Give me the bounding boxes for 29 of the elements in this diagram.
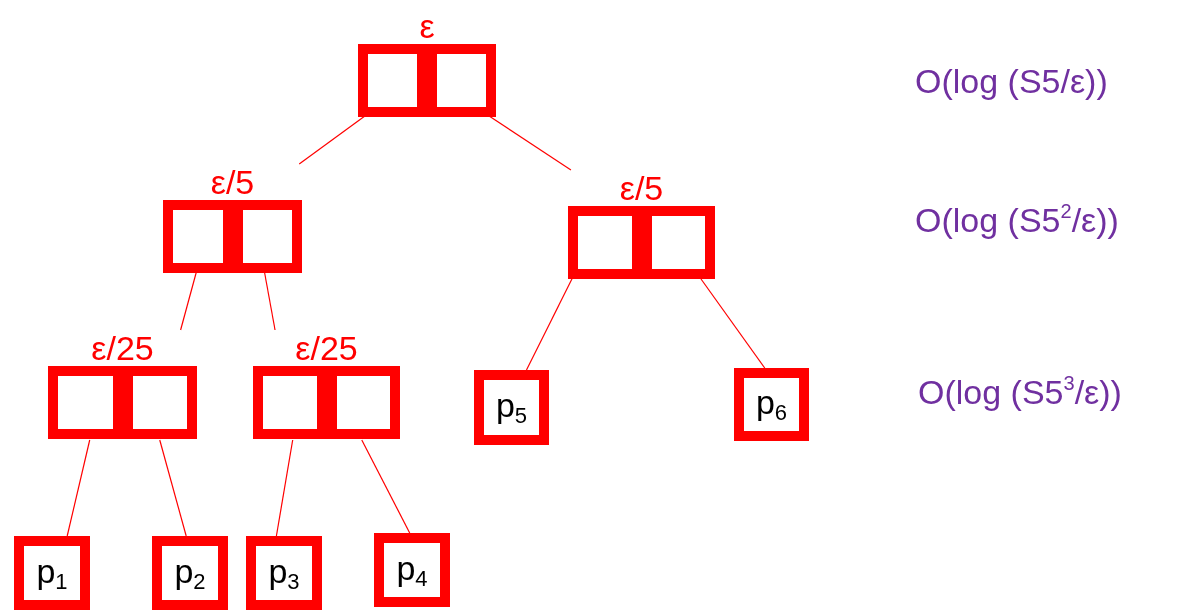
tolerance-label: ε/5	[619, 170, 664, 206]
leaf-box	[734, 368, 809, 441]
complexity-label: O(log (S5/ε))	[915, 62, 1108, 101]
point-label: p$_{1}$	[36, 553, 68, 593]
connector-line	[180, 271, 197, 331]
connector-line	[298, 115, 366, 165]
complexity-label: O(log (S5$^{3}$/ε))	[918, 372, 1122, 412]
leaf-box	[374, 533, 450, 607]
connector-line	[488, 115, 572, 171]
point-label: p$_{3}$	[268, 553, 300, 593]
connector-line	[263, 271, 276, 331]
connector-line	[699, 277, 766, 369]
tolerance-label: ε/25	[91, 330, 154, 366]
leaf-box	[14, 536, 90, 610]
leaf-box	[246, 536, 322, 610]
leaf-box	[152, 536, 228, 610]
tolerance-label: ε/5	[210, 164, 255, 200]
connector-line	[275, 439, 294, 537]
complexity-label: O(log (S5$^{2}$/ε))	[915, 200, 1119, 240]
point-label: p$_{5}$	[495, 388, 528, 427]
point-label: p$_{6}$	[755, 385, 788, 424]
connector-line	[361, 439, 411, 534]
tolerance-label: ε/25	[295, 330, 358, 366]
point-label: p$_{4}$	[396, 550, 428, 590]
connector-line	[66, 439, 91, 537]
connector-line	[525, 277, 573, 371]
tolerance-label: ε	[419, 8, 435, 44]
point-label: p$_{2}$	[174, 553, 206, 593]
leaf-box	[474, 370, 549, 445]
